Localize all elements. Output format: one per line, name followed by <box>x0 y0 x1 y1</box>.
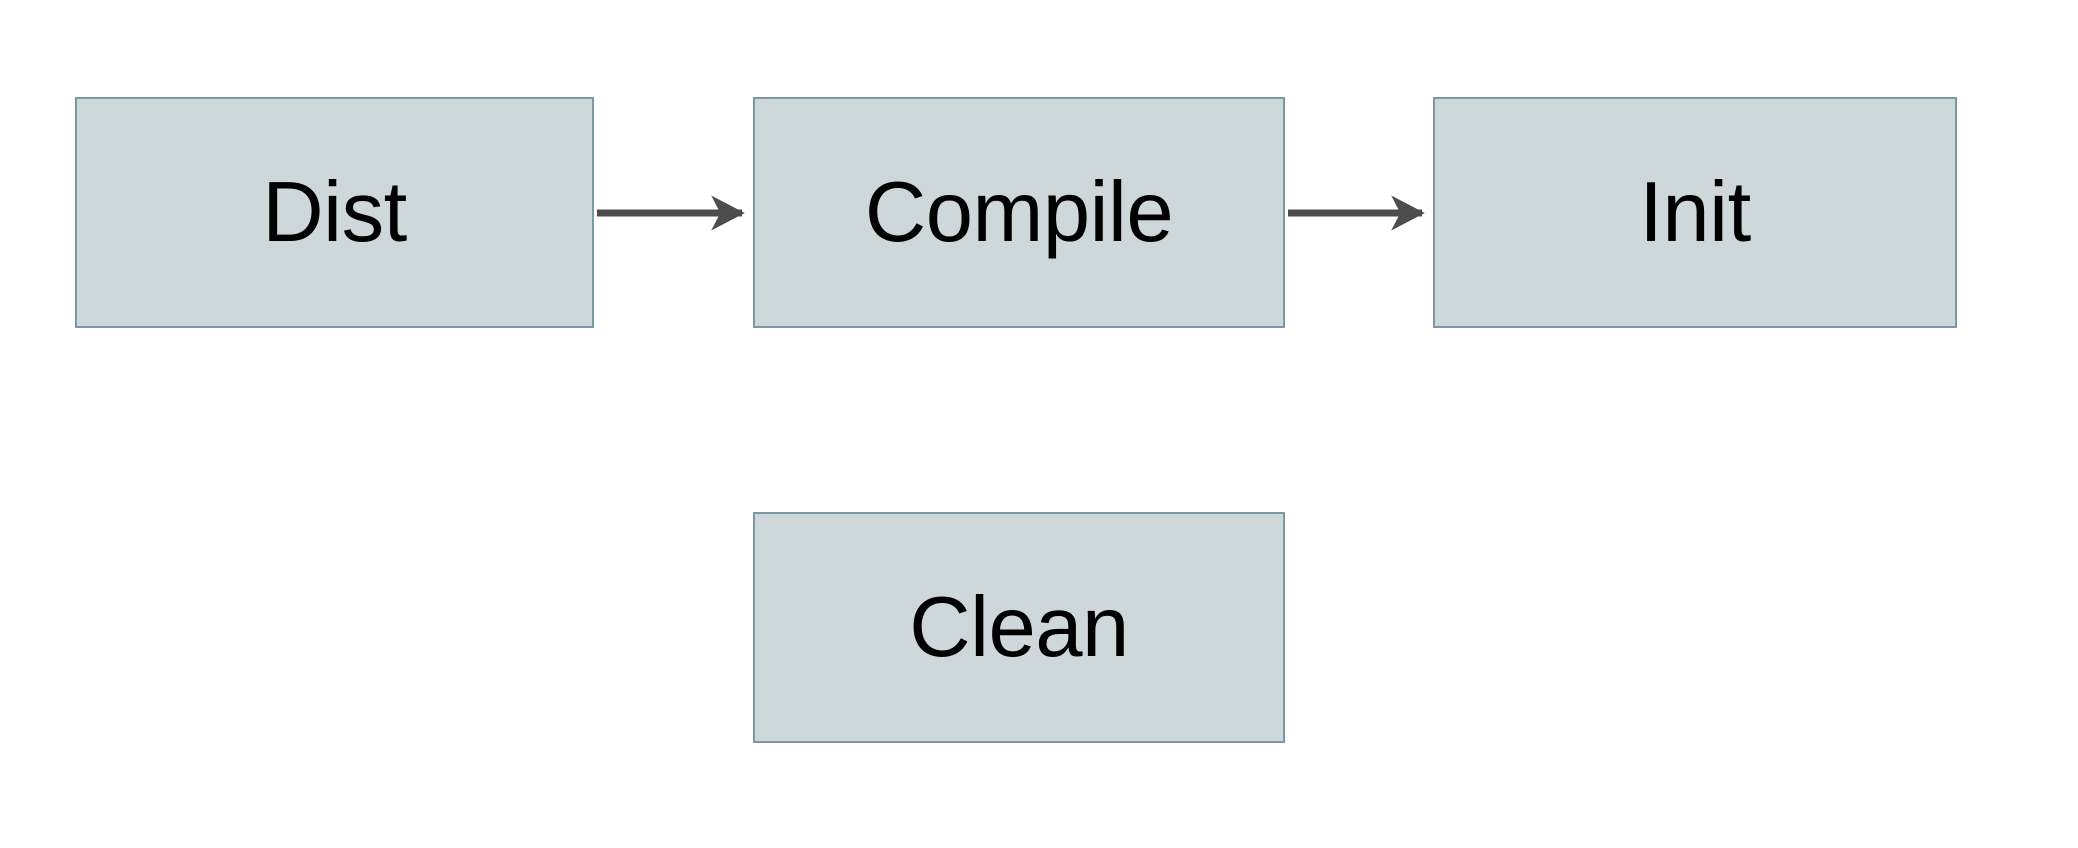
node-init-label: Init <box>1639 165 1751 260</box>
node-dist[interactable]: Dist <box>75 97 594 328</box>
node-compile[interactable]: Compile <box>753 97 1285 328</box>
node-clean[interactable]: Clean <box>753 512 1285 743</box>
node-init[interactable]: Init <box>1433 97 1957 328</box>
node-compile-label: Compile <box>864 165 1174 260</box>
node-clean-label: Clean <box>909 580 1129 675</box>
node-dist-label: Dist <box>262 165 407 260</box>
